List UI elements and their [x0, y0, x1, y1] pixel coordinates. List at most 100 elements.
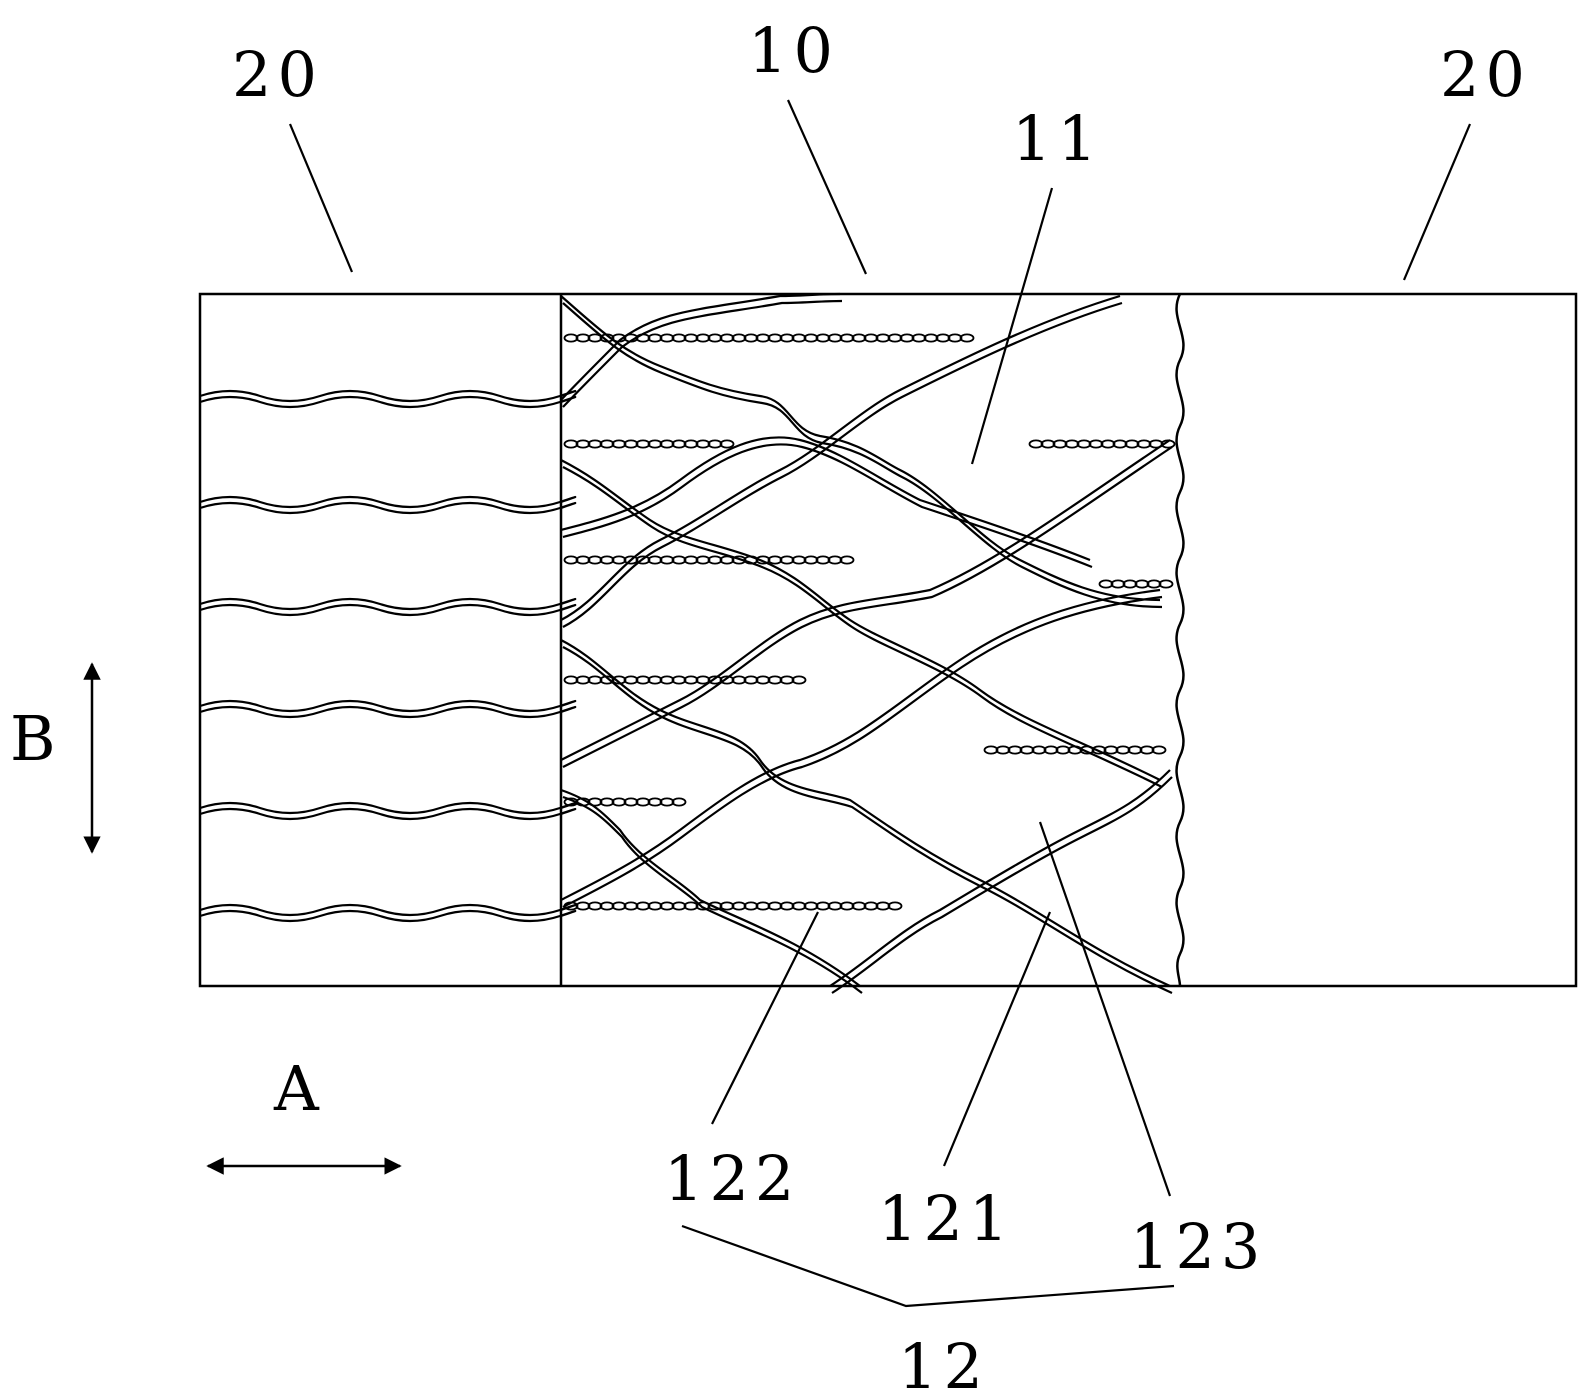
- crossing-fiber-pair: [562, 466, 1163, 788]
- bead: [803, 901, 819, 911]
- bead: [599, 675, 615, 685]
- crossing-fiber: [562, 646, 1173, 995]
- bead: [863, 901, 879, 911]
- bead: [1146, 579, 1162, 589]
- bead: [1064, 439, 1080, 449]
- bead: [683, 901, 699, 911]
- bead: [611, 901, 627, 911]
- label-12: 12: [898, 1330, 989, 1398]
- crossing-fiber: [562, 795, 863, 994]
- bead: [563, 797, 579, 807]
- bead: [695, 901, 711, 911]
- left-wave-line: [199, 909, 577, 923]
- bead: [683, 555, 699, 565]
- leader-20-left: [288, 123, 354, 273]
- bead: [563, 675, 579, 685]
- bead: [671, 675, 687, 685]
- bead: [587, 439, 603, 449]
- bead: [575, 675, 591, 685]
- bead: [599, 439, 615, 449]
- bead: [983, 745, 999, 755]
- bead: [1028, 439, 1044, 449]
- label-11: 11: [1012, 102, 1103, 175]
- crossing-fiber: [562, 299, 843, 408]
- bead: [563, 439, 579, 449]
- bead: [635, 675, 651, 685]
- bead: [815, 555, 831, 565]
- bead: [779, 675, 795, 685]
- bead: [887, 333, 903, 343]
- label-20-right: 20: [1440, 38, 1531, 111]
- bead: [1052, 439, 1068, 449]
- bead: [791, 675, 807, 685]
- bead: [1067, 745, 1083, 755]
- bead: [1112, 439, 1128, 449]
- beaded-chain: [1098, 579, 1174, 589]
- bead: [671, 439, 687, 449]
- bead: [599, 555, 615, 565]
- bead: [731, 675, 747, 685]
- bead: [827, 901, 843, 911]
- crossing-fiber: [562, 466, 1163, 788]
- crossing-fiber-pair: [562, 302, 1163, 609]
- bead: [623, 439, 639, 449]
- bead: [671, 555, 687, 565]
- bead: [815, 333, 831, 343]
- bead: [1103, 745, 1119, 755]
- bead: [563, 901, 579, 911]
- bead: [575, 555, 591, 565]
- bead: [1031, 745, 1047, 755]
- bead: [1127, 745, 1143, 755]
- bead: [635, 333, 651, 343]
- leader-123: [1038, 821, 1172, 1197]
- bead: [623, 675, 639, 685]
- bead: [587, 797, 603, 807]
- bead: [743, 555, 759, 565]
- bead: [1158, 579, 1174, 589]
- bead: [563, 333, 579, 343]
- beaded-chain: [563, 901, 903, 911]
- bead: [755, 333, 771, 343]
- beaded-chain: [563, 439, 735, 449]
- bead: [779, 555, 795, 565]
- bead: [1019, 745, 1035, 755]
- label-123: 123: [1130, 1210, 1266, 1283]
- beaded-chain: [1028, 439, 1176, 449]
- bead: [563, 555, 579, 565]
- bead: [1148, 439, 1164, 449]
- bead: [611, 797, 627, 807]
- bead: [623, 797, 639, 807]
- beaded-chain: [563, 333, 975, 343]
- bead: [791, 901, 807, 911]
- bead: [863, 333, 879, 343]
- beaded-chain: [563, 675, 807, 685]
- bead: [623, 555, 639, 565]
- bead: [1139, 745, 1155, 755]
- crossing-fiber-pair: [831, 776, 1173, 994]
- label-10: 10: [748, 14, 839, 87]
- bead: [575, 901, 591, 911]
- bead: [659, 901, 675, 911]
- bead: [611, 675, 627, 685]
- bead: [695, 555, 711, 565]
- left-wave-line: [199, 597, 577, 611]
- bead: [791, 333, 807, 343]
- bead: [743, 901, 759, 911]
- bead: [671, 333, 687, 343]
- crossing-fiber: [562, 301, 1123, 628]
- bead: [839, 901, 855, 911]
- bead: [767, 901, 783, 911]
- leader-10: [786, 99, 868, 275]
- crossing-fiber: [560, 639, 1171, 988]
- bead: [707, 675, 723, 685]
- bead: [683, 333, 699, 343]
- bead: [611, 555, 627, 565]
- bead: [719, 675, 735, 685]
- bead: [755, 675, 771, 685]
- bead: [695, 439, 711, 449]
- bead: [719, 901, 735, 911]
- bead: [995, 745, 1011, 755]
- bead: [1134, 579, 1150, 589]
- bead: [1076, 439, 1092, 449]
